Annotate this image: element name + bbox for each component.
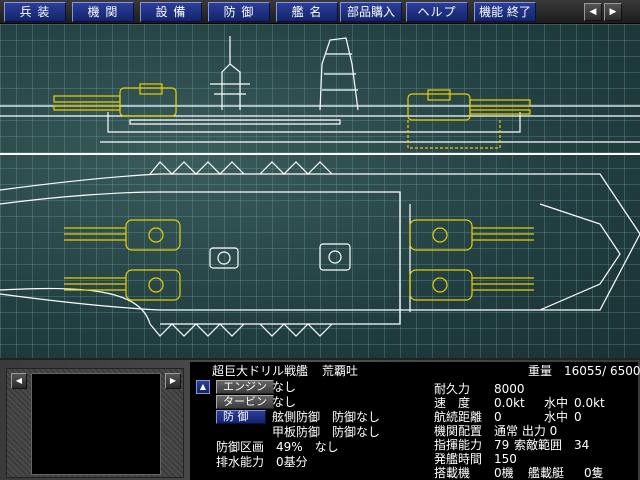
deck-defense: 甲板防御 防御なし [272, 425, 381, 439]
engine-layout-value: 通常 出力 0 [494, 424, 558, 438]
status-panel: ◀ ▶ 超巨大ドリル戦艦 荒覇吐 重量 16055/ 65000 ▲ エンジン … [0, 358, 640, 480]
search-range-value: 34 [574, 438, 590, 452]
underwater-range-label: 水中 [544, 410, 569, 424]
aircraft-value: 0機 [494, 466, 514, 480]
engine-layout-label: 機関配置 [434, 424, 483, 438]
scroll-left-arrow-icon[interactable]: ◀ [584, 3, 602, 21]
turbine-tab[interactable]: タービン [216, 395, 274, 409]
drain-value: 0基分 [276, 455, 308, 469]
menu-engine-button[interactable]: 機 関 [72, 2, 134, 22]
menu-ship-name-button[interactable]: 艦 名 [276, 2, 338, 22]
preview-prev-arrow-icon[interactable]: ◀ [11, 373, 27, 389]
drain-label: 排水能力 [216, 455, 265, 469]
engine-value: なし [272, 380, 297, 394]
underwater-speed-label: 水中 [544, 396, 569, 410]
parts-scroll-up-arrow-icon[interactable]: ▲ [196, 380, 210, 394]
menu-bar: 兵 装 機 関 設 備 防 御 艦 名 部品購入 ヘルプ 機能 終了 ◀ ▶ [0, 0, 640, 24]
durability-label: 耐久力 [434, 382, 471, 396]
menu-help-button[interactable]: ヘルプ [406, 2, 468, 22]
weight-value: 16055/ 65000 [564, 364, 640, 378]
search-range-label: 索敵範囲 [514, 438, 563, 452]
range-value: 0 [494, 410, 502, 424]
aircraft-label: 搭載機 [434, 466, 471, 480]
preview-next-arrow-icon[interactable]: ▶ [165, 373, 181, 389]
part-preview-screen [31, 373, 161, 475]
launch-time-label: 発艦時間 [434, 452, 483, 466]
engine-tab[interactable]: エンジン [216, 380, 274, 394]
command-label: 指揮能力 [434, 438, 483, 452]
scroll-right-arrow-icon[interactable]: ▶ [604, 3, 622, 21]
ship-name: 荒覇吐 [322, 364, 359, 378]
zone-value: 49% なし [276, 440, 339, 454]
speed-label: 速 度 [434, 396, 471, 410]
underwater-speed-value: 0.0kt [574, 396, 605, 410]
menu-buy-parts-button[interactable]: 部品購入 [340, 2, 402, 22]
speed-value: 0.0kt [494, 396, 525, 410]
part-preview-frame: ◀ ▶ [6, 368, 184, 478]
ship-info: 超巨大ドリル戦艦 荒覇吐 重量 16055/ 65000 ▲ エンジン なし タ… [190, 362, 640, 480]
command-value: 79 [494, 438, 510, 452]
defense-tab[interactable]: 防 御 [216, 410, 266, 424]
range-label: 航続距離 [434, 410, 483, 424]
menu-weapons-button[interactable]: 兵 装 [4, 2, 66, 22]
menu-defense-button[interactable]: 防 御 [208, 2, 270, 22]
weight-label: 重量 [528, 364, 553, 378]
boats-label: 艦載艇 [528, 466, 565, 480]
zone-label: 防御区画 [216, 440, 265, 454]
menu-equipment-button[interactable]: 設 備 [140, 2, 202, 22]
durability-value: 8000 [494, 382, 525, 396]
ship-class-name: 超巨大ドリル戦艦 [212, 364, 309, 378]
side-defense: 舷側防御 防御なし [272, 410, 381, 424]
ship-drawing [0, 36, 640, 337]
menu-exit-button[interactable]: 機能 終了 [474, 2, 536, 22]
ship-blueprint[interactable] [0, 24, 640, 358]
boats-value: 0隻 [584, 466, 604, 480]
launch-time-value: 150 [494, 452, 517, 466]
underwater-range-value: 0 [574, 410, 582, 424]
turbine-value: なし [272, 395, 297, 409]
